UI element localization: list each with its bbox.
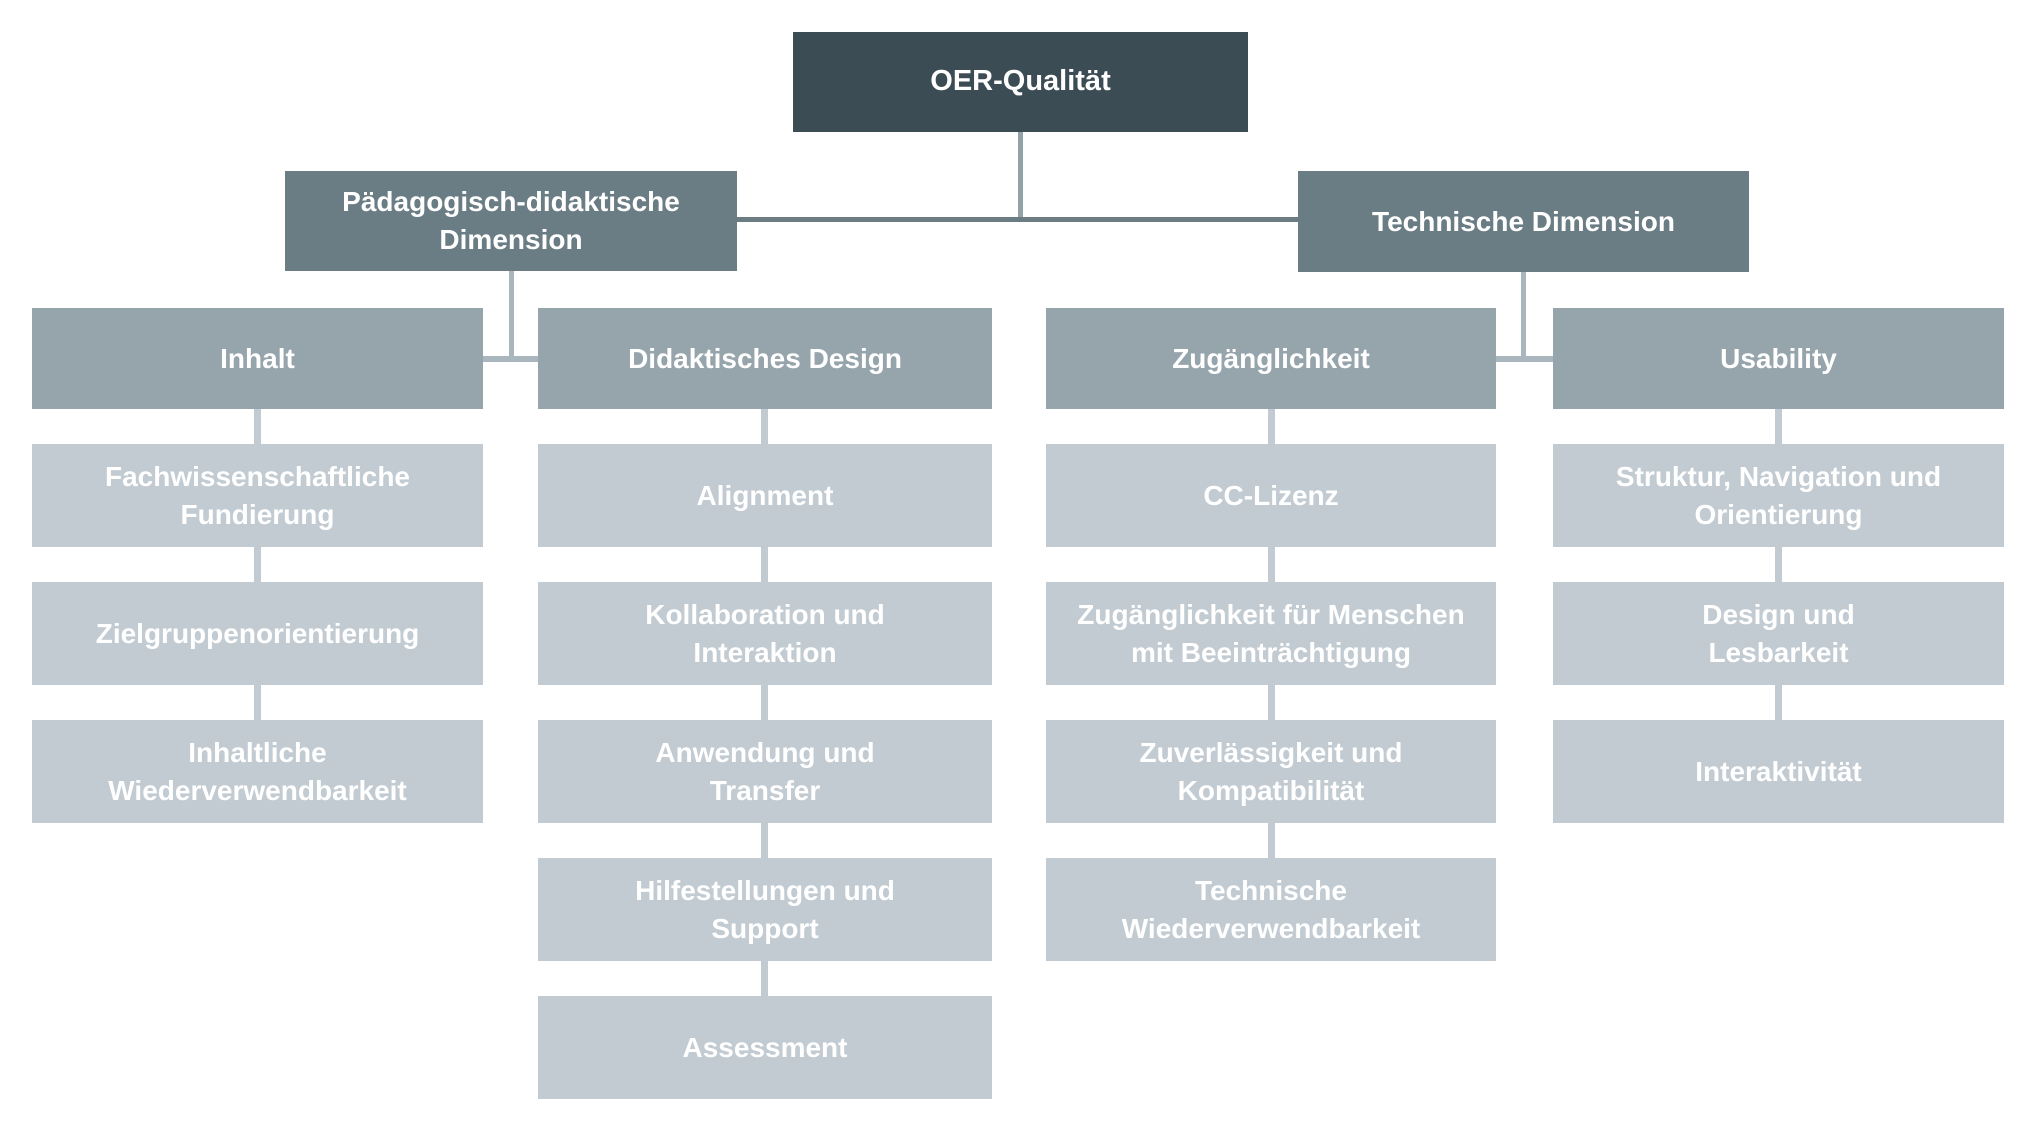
connector-col1-1	[254, 409, 261, 444]
node-zielgruppenorientierung: Zielgruppenorientierung	[32, 582, 483, 685]
connector-col2-5	[761, 961, 768, 996]
connector-col1-3	[254, 685, 261, 720]
node-hilfestellungen-und-support: Hilfestellungen und Support	[538, 858, 992, 961]
connector-col3-1	[1268, 409, 1275, 444]
node-cc-lizenz: CC-Lizenz	[1046, 444, 1496, 547]
node-zuverlaessigkeit-und-kompatibilitaet: Zuverlässigkeit und Kompatibilität	[1046, 720, 1496, 823]
node-kollaboration-und-interaktion: Kollaboration und Interaktion	[538, 582, 992, 685]
node-interaktivitaet: Interaktivität	[1553, 720, 2004, 823]
connector-dim2-vertical	[1521, 271, 1526, 361]
connector-level1-horizontal	[737, 217, 1298, 222]
connector-col4-1	[1775, 409, 1782, 444]
connector-col2-1	[761, 409, 768, 444]
node-didaktisches-design: Didaktisches Design	[538, 308, 992, 409]
node-inhaltliche-wiederverwendbarkeit: Inhaltliche Wiederverwendbarkeit	[32, 720, 483, 823]
connector-col4-2	[1775, 547, 1782, 582]
connector-col2-4	[761, 823, 768, 858]
node-technische-wiederverwendbarkeit: Technische Wiederverwendbarkeit	[1046, 858, 1496, 961]
node-design-und-lesbarkeit: Design und Lesbarkeit	[1553, 582, 2004, 685]
node-alignment: Alignment	[538, 444, 992, 547]
node-inhalt: Inhalt	[32, 308, 483, 409]
connector-pair-right-horizontal	[1496, 356, 1553, 362]
node-assessment: Assessment	[538, 996, 992, 1099]
node-fachwissenschaftliche-fundierung: Fachwissenschaftliche Fundierung	[32, 444, 483, 547]
node-paedagogisch-didaktische-dimension: Pädagogisch-didaktische Dimension	[285, 171, 737, 271]
connector-col1-2	[254, 547, 261, 582]
connector-col3-3	[1268, 685, 1275, 720]
connector-col2-2	[761, 547, 768, 582]
node-zugaenglichkeit-fuer-menschen-mit-beeintraechtigung: Zugänglichkeit für Menschen mit Beeinträ…	[1046, 582, 1496, 685]
node-anwendung-und-transfer: Anwendung und Transfer	[538, 720, 992, 823]
node-usability: Usability	[1553, 308, 2004, 409]
node-zugaenglichkeit: Zugänglichkeit	[1046, 308, 1496, 409]
connector-root-vertical	[1018, 132, 1023, 222]
connector-dim1-vertical	[509, 271, 514, 361]
node-struktur-navigation-und-orientierung: Struktur, Navigation und Orientierung	[1553, 444, 2004, 547]
connector-pair-left-horizontal	[483, 356, 538, 362]
connector-col2-3	[761, 685, 768, 720]
connector-col4-3	[1775, 685, 1782, 720]
connector-col3-2	[1268, 547, 1275, 582]
node-oer-qualitaet: OER-Qualität	[793, 32, 1248, 132]
node-technische-dimension: Technische Dimension	[1298, 171, 1749, 272]
connector-col3-4	[1268, 823, 1275, 858]
